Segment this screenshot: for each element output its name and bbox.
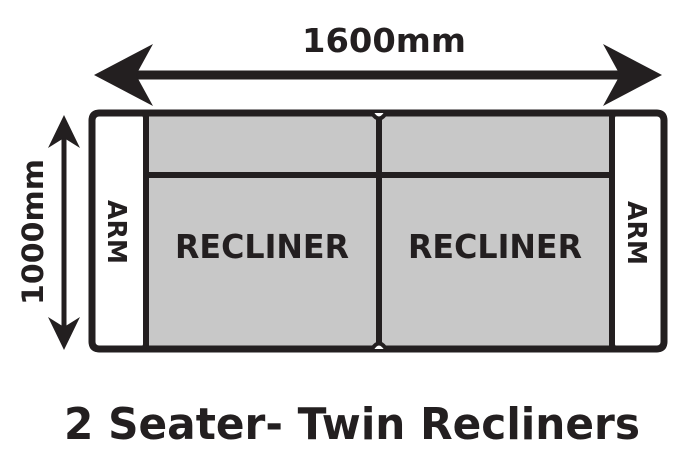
- depth-arrowhead-top: [48, 115, 80, 148]
- left-recliner-label: RECLINER: [175, 227, 349, 266]
- sofa-layout: [88, 109, 668, 353]
- diagram-caption: 2 Seater- Twin Recliners: [64, 399, 640, 450]
- left-recliner-backrest: [143, 110, 382, 178]
- right-recliner-label: RECLINER: [408, 227, 582, 266]
- depth-dimension-arrow: [48, 115, 80, 350]
- left-arm-label: ARM: [101, 200, 131, 264]
- width-arrowhead-left: [94, 44, 153, 106]
- width-dimension-arrow: [94, 44, 662, 106]
- width-label: 1600mm: [302, 21, 466, 60]
- center-divider-notch-top: [370, 111, 388, 121]
- right-recliner-backrest: [376, 110, 615, 178]
- depth-label: 1000mm: [16, 159, 50, 305]
- center-divider-notch-bottom: [370, 341, 388, 351]
- depth-arrowhead-bottom: [48, 317, 80, 350]
- width-arrowhead-right: [603, 44, 662, 106]
- right-arm-label: ARM: [621, 201, 651, 265]
